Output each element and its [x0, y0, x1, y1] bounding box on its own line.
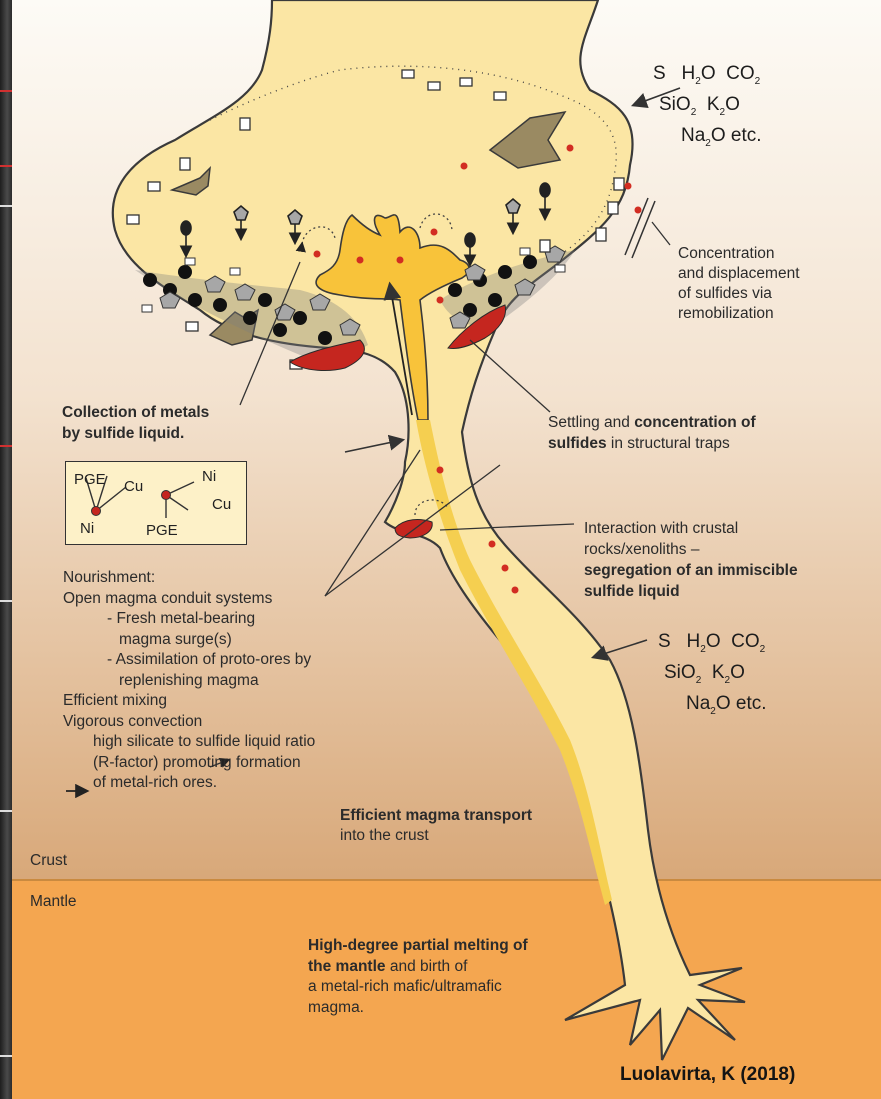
label-line: remobilization: [678, 304, 800, 324]
chem-h2o: H2O: [687, 631, 721, 652]
metal-pge: PGE: [74, 471, 106, 488]
strip-mark: [0, 165, 12, 167]
partial-melting-label: High-degree partial melting of the mantl…: [308, 936, 528, 1018]
chem-sio2: SiO2: [659, 94, 696, 115]
label-heading: Nourishment:: [63, 568, 315, 589]
transport-label: Efficient magma transport into the crust: [340, 806, 532, 846]
metal-association-box: PGE Cu Ni Ni Cu PGE: [65, 461, 247, 545]
strip-mark: [0, 205, 12, 207]
chem-h2o: H2O: [682, 63, 716, 84]
label-line: Efficient magma transport: [340, 806, 532, 826]
collection-label: Collection of metals by sulfide liquid.: [62, 402, 209, 444]
label-text-bold: sulfides: [548, 435, 607, 452]
label-line: Interaction with crustal: [584, 518, 798, 539]
metal-ni: Ni: [202, 468, 216, 485]
strip-mark: [0, 1055, 12, 1057]
label-line: Open magma conduit systems: [63, 589, 315, 610]
chem-k2o: K2O: [712, 662, 745, 683]
chem-na2o: Na2O etc.: [681, 125, 762, 146]
strip-mark: [0, 810, 12, 812]
label-line: - Fresh metal-bearing: [63, 609, 315, 630]
label-line: High-degree partial melting of: [308, 936, 528, 957]
chem-sio2: SiO2: [664, 662, 701, 683]
crust-label: Crust: [30, 852, 67, 870]
label-line: segregation of an immiscible: [584, 560, 798, 581]
metal-cu: Cu: [212, 496, 231, 513]
label-line: and displacement: [678, 264, 800, 284]
mantle-label: Mantle: [30, 893, 77, 911]
chem-s: S: [653, 63, 666, 84]
label-line: of sulfides via: [678, 284, 800, 304]
label-text: in structural traps: [607, 435, 730, 452]
label-line: Efficient mixing: [63, 691, 315, 712]
metal-cu: Cu: [124, 478, 143, 495]
label-line: rocks/xenoliths –: [584, 539, 798, 560]
settling-label: Settling and concentration of sulfides i…: [548, 412, 756, 454]
chem-co2: CO2: [731, 631, 765, 652]
label-line: into the crust: [340, 826, 532, 846]
label-text: and birth of: [386, 958, 468, 975]
chem-s: S: [658, 631, 671, 652]
label-line: by sulfide liquid.: [62, 423, 209, 444]
strip-mark: [0, 600, 12, 602]
label-line: high silicate to sulfide liquid ratio: [63, 732, 315, 753]
label-line: Vigorous convection: [63, 712, 315, 733]
side-frame-strip: [0, 0, 12, 1099]
metal-pge: PGE: [146, 522, 178, 539]
label-line: of metal-rich ores.: [63, 773, 315, 794]
volatiles-label-conduit: S H2O CO2 SiO2 K2O Na2O etc.: [658, 630, 767, 722]
volatiles-label-top: S H2O CO2 SiO2 K2O Na2O etc.: [653, 62, 762, 154]
label-line: magma surge(s): [63, 630, 315, 651]
label-line: replenishing magma: [63, 671, 315, 692]
strip-mark: [0, 90, 12, 92]
strip-mark: [0, 445, 12, 447]
nourishment-label: Nourishment: Open magma conduit systems …: [63, 568, 315, 794]
chem-k2o: K2O: [707, 94, 740, 115]
label-line: (R-factor) promoting formation: [63, 753, 315, 774]
label-line: Concentration: [678, 244, 800, 264]
chem-na2o: Na2O etc.: [686, 693, 767, 714]
remobilization-label: Concentration and displacement of sulfid…: [678, 244, 800, 324]
label-line: Collection of metals: [62, 402, 209, 423]
label-line: a metal-rich mafic/ultramafic: [308, 977, 528, 998]
metal-ni: Ni: [80, 520, 94, 537]
label-line: sulfide liquid: [584, 581, 798, 602]
interaction-label: Interaction with crustal rocks/xenoliths…: [584, 518, 798, 602]
label-line: magma.: [308, 998, 528, 1019]
label-line: - Assimilation of proto-ores by: [63, 650, 315, 671]
label-text-bold: the mantle: [308, 958, 386, 975]
label-text-bold: concentration of: [634, 414, 755, 431]
source-credit: Luolavirta, K (2018): [620, 1064, 795, 1086]
chem-co2: CO2: [726, 63, 760, 84]
label-text: Settling and: [548, 414, 634, 431]
